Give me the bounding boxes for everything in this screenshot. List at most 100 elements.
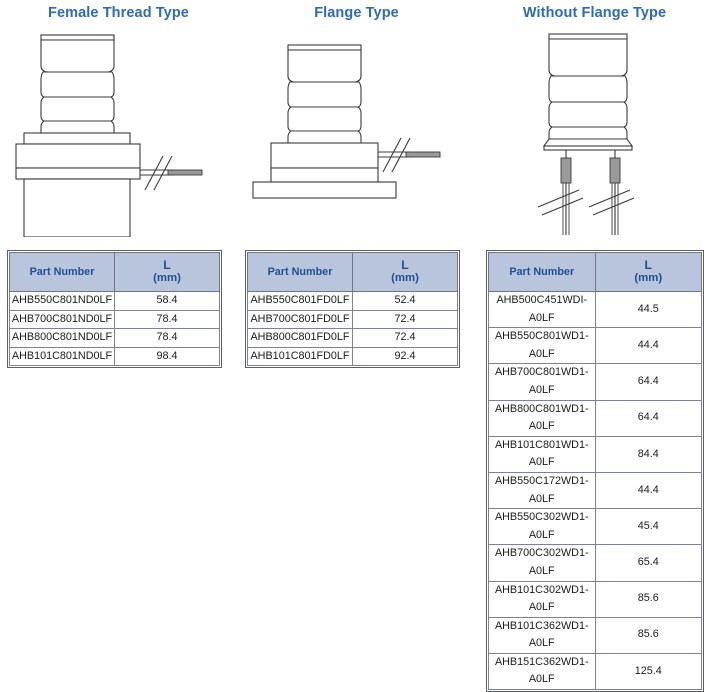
table-row: AHB101C362WD1-A0LF 85.6 bbox=[488, 616, 702, 654]
cell-length: 92.4 bbox=[352, 346, 458, 367]
table-row: AHB700C302WD1-A0LF 65.4 bbox=[488, 544, 702, 582]
cell-part-number: AHB550C801FD0LF bbox=[247, 291, 353, 311]
wire-break-symbol-left bbox=[537, 189, 584, 216]
cell-part-number: AHB550C172WD1-A0LF bbox=[488, 471, 596, 510]
product-column-flange: Flange Type bbox=[238, 0, 475, 488]
table-body: AHB550C801FD0LF 52.4 AHB700C801FD0LF 72.… bbox=[247, 291, 458, 367]
table-row: AHB101C801FD0LF 92.4 bbox=[247, 346, 458, 367]
cell-part-number: AHB550C801WD1-A0LF bbox=[488, 327, 596, 365]
lead-pin-right bbox=[609, 150, 621, 235]
column-header-length: L (mm) bbox=[594, 252, 702, 292]
length-label-unit: (mm) bbox=[153, 271, 181, 284]
cell-length: 78.4 bbox=[114, 328, 220, 348]
wire-break-symbol bbox=[144, 155, 173, 191]
table-head: Part Number L (mm) bbox=[9, 252, 220, 292]
table-header-row: Part Number L (mm) bbox=[488, 252, 702, 292]
spec-table-without-flange: Part Number L (mm) AHB500C451WDI-A0LF 44… bbox=[488, 252, 702, 691]
table-row: AHB700C801WD1-A0LF 64.4 bbox=[488, 363, 702, 401]
cell-length: 44.4 bbox=[594, 327, 702, 365]
length-label-main: L bbox=[163, 258, 171, 273]
table-head: Part Number L (mm) bbox=[488, 252, 702, 292]
table-row: AHB800C801FD0LF 72.4 bbox=[247, 328, 458, 348]
spec-table-female-thread: Part Number L (mm) AHB550C801ND0LF 58.4 … bbox=[9, 252, 220, 367]
product-column-female-thread: Female Thread Type bbox=[0, 0, 237, 488]
table-header-row: Part Number L (mm) bbox=[247, 252, 458, 292]
without-flange-type-svg bbox=[537, 33, 635, 235]
cell-length: 72.4 bbox=[352, 328, 458, 348]
female-thread-type-svg bbox=[15, 34, 203, 237]
length-label-unit: (mm) bbox=[634, 271, 663, 284]
cell-part-number: AHB800C801ND0LF bbox=[9, 328, 115, 348]
table-row: AHB151C362WD1-A0LF 125.4 bbox=[488, 652, 702, 691]
table-body: AHB500C451WDI-A0LF 44.5 AHB550C801WD1-A0… bbox=[488, 290, 702, 691]
table-row: AHB550C801FD0LF 52.4 bbox=[247, 291, 458, 311]
table-row: AHB550C172WD1-A0LF 44.4 bbox=[488, 471, 702, 510]
cell-part-number: AHB500C451WDI-A0LF bbox=[488, 290, 596, 329]
diagram-without-flange-type bbox=[476, 32, 712, 237]
cell-part-number: AHB700C801FD0LF bbox=[247, 309, 353, 330]
table-header-row: Part Number L (mm) bbox=[9, 252, 220, 292]
cell-length: 65.4 bbox=[594, 544, 702, 582]
table-row: AHB500C451WDI-A0LF 44.5 bbox=[488, 290, 702, 329]
column-title-flange: Flange Type bbox=[314, 5, 399, 21]
length-label-main: L bbox=[401, 258, 409, 273]
column-header-part-number: Part Number bbox=[488, 252, 596, 292]
cell-length: 72.4 bbox=[352, 309, 458, 330]
cell-length: 64.4 bbox=[594, 363, 702, 401]
table-row: AHB550C801ND0LF 58.4 bbox=[9, 291, 220, 311]
cell-part-number: AHB550C302WD1-A0LF bbox=[488, 508, 596, 546]
spec-table-wrapper-without-flange: Part Number L (mm) AHB500C451WDI-A0LF 44… bbox=[486, 250, 704, 692]
cell-length: 45.4 bbox=[594, 508, 702, 546]
lead-pin-left bbox=[560, 150, 572, 235]
table-row: AHB101C801WD1-A0LF 84.4 bbox=[488, 435, 702, 473]
cell-length: 85.6 bbox=[594, 616, 702, 654]
cell-length: 84.4 bbox=[594, 435, 702, 473]
cell-part-number: AHB151C362WD1-A0LF bbox=[488, 652, 596, 691]
cell-length: 44.5 bbox=[594, 290, 702, 329]
cell-part-number: AHB700C302WD1-A0LF bbox=[488, 544, 596, 582]
product-column-without-flange: Without Flange Type bbox=[476, 0, 712, 692]
column-header-length: L (mm) bbox=[114, 252, 220, 292]
cell-part-number: AHB800C801FD0LF bbox=[247, 328, 353, 348]
cell-part-number: AHB101C801FD0LF bbox=[247, 346, 353, 367]
spec-table-flange: Part Number L (mm) AHB550C801FD0LF 52.4 … bbox=[247, 252, 458, 367]
cell-part-number: AHB101C801WD1-A0LF bbox=[488, 435, 596, 473]
cell-length: 64.4 bbox=[594, 399, 702, 437]
column-header-part-number: Part Number bbox=[247, 252, 353, 292]
table-row: AHB700C801FD0LF 72.4 bbox=[247, 309, 458, 330]
diagram-female-thread-type bbox=[0, 32, 237, 237]
cell-part-number: AHB550C801ND0LF bbox=[9, 291, 115, 311]
cell-part-number: AHB700C801WD1-A0LF bbox=[488, 363, 596, 401]
column-title-female-thread: Female Thread Type bbox=[48, 5, 189, 21]
table-body: AHB550C801ND0LF 58.4 AHB700C801ND0LF 78.… bbox=[9, 291, 220, 367]
cell-length: 58.4 bbox=[114, 291, 220, 311]
table-row: AHB101C302WD1-A0LF 85.6 bbox=[488, 580, 702, 618]
column-title-without-flange: Without Flange Type bbox=[522, 5, 667, 21]
cell-length: 52.4 bbox=[352, 291, 458, 311]
table-row: AHB800C801WD1-A0LF 64.4 bbox=[488, 399, 702, 437]
table-row: AHB550C302WD1-A0LF 45.4 bbox=[488, 508, 702, 546]
cell-part-number: AHB700C801ND0LF bbox=[9, 309, 115, 330]
cell-part-number: AHB101C801ND0LF bbox=[9, 346, 115, 367]
cell-length: 125.4 bbox=[594, 652, 702, 691]
cell-length: 78.4 bbox=[114, 309, 220, 330]
column-header-part-number: Part Number bbox=[9, 252, 115, 292]
diagram-flange-type bbox=[238, 32, 475, 237]
table-row: AHB101C801ND0LF 98.4 bbox=[9, 346, 220, 367]
cell-part-number: AHB101C302WD1-A0LF bbox=[488, 580, 596, 618]
length-label-main: L bbox=[644, 258, 652, 273]
table-head: Part Number L (mm) bbox=[247, 252, 458, 292]
spec-table-wrapper-flange: Part Number L (mm) AHB550C801FD0LF 52.4 … bbox=[245, 250, 460, 369]
length-label-unit: (mm) bbox=[391, 271, 419, 284]
wire-break-symbol-right bbox=[588, 189, 635, 216]
cell-part-number: AHB800C801WD1-A0LF bbox=[488, 399, 596, 437]
cell-length: 44.4 bbox=[594, 471, 702, 510]
cell-part-number: AHB101C362WD1-A0LF bbox=[488, 616, 596, 654]
cell-length: 85.6 bbox=[594, 580, 702, 618]
table-row: AHB800C801ND0LF 78.4 bbox=[9, 328, 220, 348]
wire-break-symbol bbox=[382, 137, 411, 173]
spec-table-wrapper-female-thread: Part Number L (mm) AHB550C801ND0LF 58.4 … bbox=[7, 250, 222, 369]
cell-length: 98.4 bbox=[114, 346, 220, 367]
table-row: AHB700C801ND0LF 78.4 bbox=[9, 309, 220, 330]
table-row: AHB550C801WD1-A0LF 44.4 bbox=[488, 327, 702, 365]
